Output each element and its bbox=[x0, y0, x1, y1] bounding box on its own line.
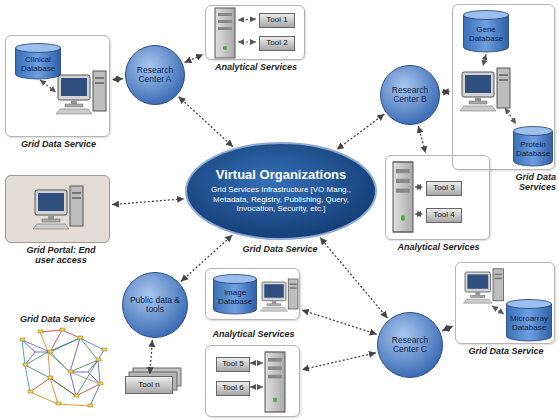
dotted-connector bbox=[442, 91, 450, 93]
node-label: Tool 6 bbox=[222, 384, 243, 393]
dotted-connector bbox=[181, 235, 232, 281]
dotted-connector bbox=[150, 340, 153, 374]
cylinder-top bbox=[464, 11, 509, 20]
infrastructure-ellipse: Virtual OrganizationsGrid Services Infra… bbox=[185, 142, 377, 240]
node-label: Tool 5 bbox=[222, 360, 243, 369]
node-label: Tool 4 bbox=[433, 211, 454, 220]
node-label: Research Center A bbox=[129, 66, 181, 85]
group-heading: Analytical Services bbox=[206, 330, 301, 340]
cylinder-body bbox=[214, 279, 257, 314]
service-label: Grid Data Service bbox=[5, 314, 110, 324]
group-heading: Analytical Services bbox=[206, 63, 306, 73]
database-cylinder: Protein Database bbox=[513, 126, 553, 166]
database-cylinder: Microarray Database bbox=[506, 299, 552, 341]
network-graph bbox=[20, 328, 107, 407]
cylinder-top bbox=[16, 44, 61, 53]
research-center-circle: Research Center C bbox=[377, 312, 443, 378]
circle-shape bbox=[378, 313, 443, 378]
dotted-connector bbox=[302, 310, 377, 334]
cylinder-top bbox=[214, 275, 257, 284]
dotted-connector bbox=[418, 126, 425, 153]
service-group-box: Grid Data ServiceClinical Database bbox=[5, 35, 110, 137]
dotted-connector bbox=[442, 326, 453, 331]
node-label: Tool 2 bbox=[266, 39, 287, 48]
database-cylinder: Image Database bbox=[213, 274, 257, 314]
service-group-box: Image Database bbox=[205, 268, 300, 320]
tool-box: Tool 2 bbox=[259, 36, 295, 51]
tool-box: Tool 5 bbox=[216, 357, 250, 372]
dotted-connector bbox=[302, 353, 376, 370]
cylinder-top bbox=[507, 300, 552, 309]
node-label: Research Center C bbox=[384, 336, 436, 355]
tool-box: Tool 6 bbox=[216, 381, 250, 396]
service-group-box: Analytical ServicesTool 3Tool 4 bbox=[385, 155, 490, 240]
group-heading: Grid Portal: End user access bbox=[22, 246, 100, 266]
circle-shape bbox=[123, 273, 188, 338]
dotted-connector bbox=[320, 238, 388, 319]
service-label: Grid Data Service bbox=[220, 244, 340, 254]
dotted-connector bbox=[112, 79, 123, 80]
research-center-circle: Research Center A bbox=[125, 45, 185, 105]
portal-box: Grid Portal: End user access bbox=[5, 175, 110, 243]
node-label: Microarray Database bbox=[506, 308, 552, 333]
service-group-box: Analytical ServicesTool 1Tool 2 bbox=[205, 5, 305, 60]
portal-fill bbox=[5, 175, 110, 243]
cylinder-body bbox=[464, 15, 509, 52]
circle-shape bbox=[126, 46, 185, 105]
tool-box: Tool n bbox=[125, 376, 173, 394]
cylinder-body bbox=[507, 304, 552, 341]
dotted-connector bbox=[112, 199, 184, 205]
tool-box: Tool 3 bbox=[426, 181, 462, 196]
node-label: Virtual Organizations bbox=[216, 168, 347, 182]
node-label: Tool 1 bbox=[266, 16, 287, 25]
group-heading: Grid Data Services bbox=[498, 173, 556, 193]
node-label: Research Center B bbox=[384, 86, 436, 105]
research-center-circle: Research Center B bbox=[380, 65, 440, 125]
tool-box: Tool 1 bbox=[259, 13, 295, 28]
node-label: Public data & tools bbox=[129, 296, 181, 315]
ellipse-shape bbox=[186, 143, 376, 239]
node-label: Clinical Database bbox=[15, 49, 61, 74]
dotted-link bbox=[40, 19, 516, 387]
service-group-box: Grid Data ServicesGene DatabaseProtein D… bbox=[452, 4, 555, 170]
node-label: Tool n bbox=[138, 381, 159, 390]
cylinder-body bbox=[514, 131, 553, 166]
dotted-connector bbox=[179, 97, 233, 147]
node-label: Grid Services Infrastructure [VO Mang., … bbox=[206, 185, 356, 214]
group-heading: Analytical Services bbox=[386, 243, 491, 253]
circle-shape bbox=[381, 66, 440, 125]
tool-box: Tool 4 bbox=[426, 208, 462, 223]
group-heading: Grid Data Service bbox=[456, 347, 556, 357]
cylinder-top bbox=[514, 127, 553, 136]
service-group-box: Grid Data ServiceMicroarray Database bbox=[455, 262, 555, 344]
node-label: Protein Database bbox=[513, 134, 553, 159]
dotted-connector bbox=[184, 55, 203, 63]
service-group-box: Analytical ServicesTool 5Tool 6 bbox=[205, 345, 300, 417]
node-label: Gene Database bbox=[463, 19, 509, 44]
node-label: Tool 3 bbox=[433, 184, 454, 193]
node-label: Image Database bbox=[213, 282, 257, 307]
database-cylinder: Gene Database bbox=[463, 10, 509, 52]
research-center-circle: Public data & tools bbox=[122, 272, 188, 338]
dotted-connector bbox=[337, 114, 384, 149]
database-cylinder: Clinical Database bbox=[15, 43, 61, 79]
group-heading: Grid Data Service bbox=[6, 140, 111, 150]
